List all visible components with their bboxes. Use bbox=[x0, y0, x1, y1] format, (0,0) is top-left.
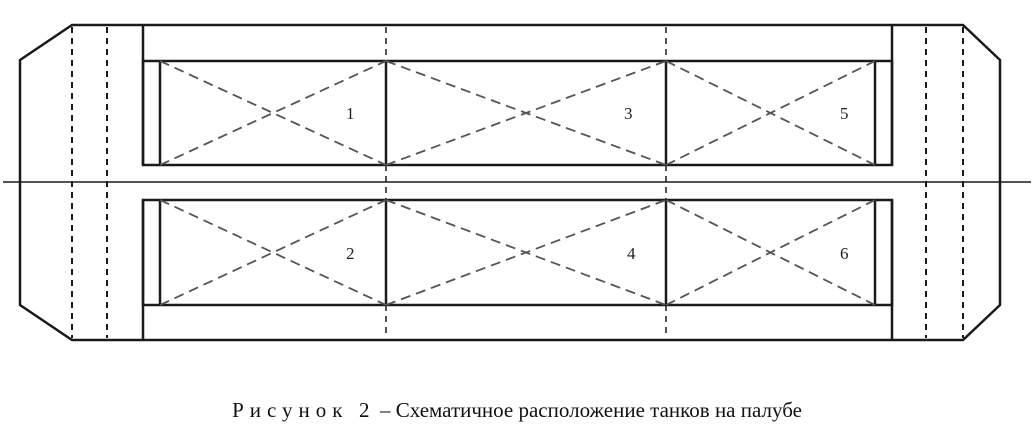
tank-label-2: 2 bbox=[346, 244, 355, 263]
figure-caption-prefix: Рисунок bbox=[232, 398, 349, 422]
upper-tank-row bbox=[141, 59, 894, 167]
tank-frame-dashed-lines bbox=[385, 27, 667, 338]
figure-caption-number: 2 bbox=[358, 398, 370, 422]
lower-tank-row bbox=[141, 198, 894, 307]
tank-diagonals bbox=[159, 60, 876, 306]
tank-label-6: 6 bbox=[840, 244, 849, 263]
tank-label-5: 5 bbox=[840, 104, 849, 123]
deck-hull-outline bbox=[18, 23, 1002, 342]
deck-tank-layout-diagram: 1 3 5 2 4 6 bbox=[3, 23, 1031, 342]
end-frame-dashed-lines bbox=[71, 27, 964, 338]
tank-label-1: 1 bbox=[346, 104, 355, 123]
tank-label-4: 4 bbox=[627, 244, 636, 263]
tank-label-3: 3 bbox=[624, 104, 633, 123]
figure-caption: Рисунок 2 – Схематичное расположение тан… bbox=[0, 398, 1034, 423]
figure-caption-text: – Схематичное расположение танков на пал… bbox=[379, 398, 802, 422]
